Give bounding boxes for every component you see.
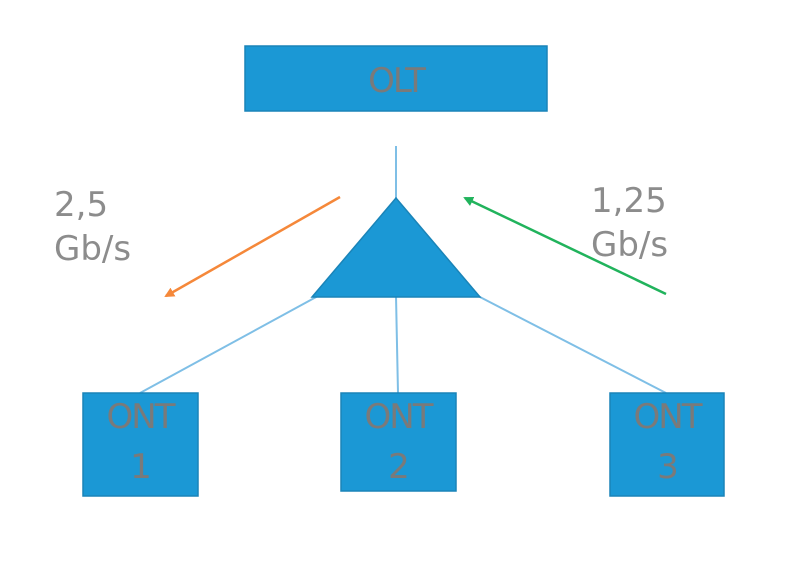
ont-node-1: ONT 1	[82, 392, 199, 497]
ont-1-label: ONT	[107, 397, 176, 437]
downstream-rate-value: 2,5	[54, 185, 108, 225]
ont-2-number: 2	[388, 447, 408, 487]
ont-3-number: 3	[657, 447, 677, 487]
ont-2-label: ONT	[365, 397, 434, 437]
downstream-rate-unit: Gb/s	[54, 229, 131, 269]
link-splitter-ont-3	[477, 295, 667, 394]
ont-3-label: ONT	[634, 397, 703, 437]
upstream-arrow-icon	[463, 196, 667, 296]
olt-node: OLT	[244, 45, 548, 112]
upstream-rate-unit: Gb/s	[591, 225, 668, 265]
link-splitter-ont-1	[139, 295, 319, 394]
ont-node-2: ONT 2	[340, 392, 457, 492]
upstream-rate-value: 1,25	[591, 181, 667, 221]
olt-label: OLT	[368, 61, 426, 101]
link-splitter-ont-2	[395, 295, 399, 394]
triangle-splitter-icon	[310, 196, 482, 298]
ont-1-number: 1	[130, 447, 150, 487]
downstream-arrow-icon	[164, 195, 341, 298]
ont-node-3: ONT 3	[609, 392, 725, 497]
